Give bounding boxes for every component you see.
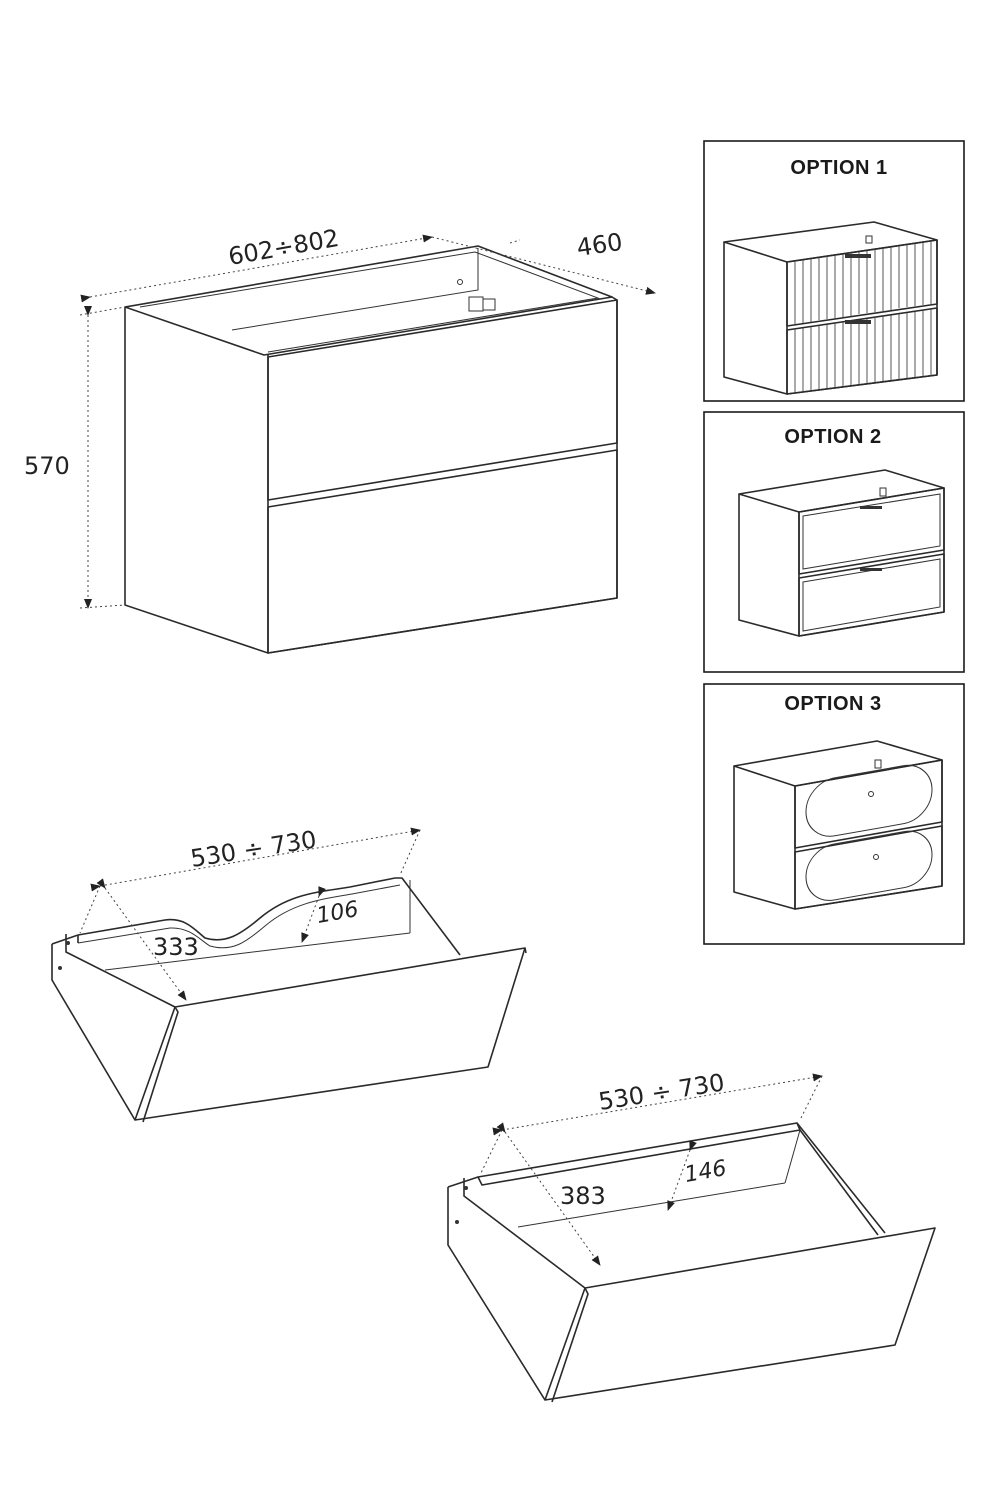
drawer-top-front-panel [134, 947, 526, 1121]
cabinet-width-label: 602÷802 [226, 224, 341, 271]
option-2-cabinet-illustration [738, 469, 945, 637]
drawer-top-drawing [51, 877, 527, 1123]
drawer-bottom-depth-label: 383 [560, 1182, 606, 1210]
cabinet-top-outline [124, 245, 613, 356]
cabinet-drawing [124, 245, 618, 654]
drawer-bottom-width-label: 530 ÷ 730 [597, 1068, 727, 1116]
drawer-bottom-height-label: 146 [683, 1156, 729, 1188]
cabinet-lower-drawer-front [267, 449, 618, 654]
drawer-top-width-label: 530 ÷ 730 [189, 825, 319, 873]
drawer-bottom-back-panel [477, 1122, 801, 1186]
option-3-panel: OPTION 3 [703, 683, 965, 945]
option-2-title: OPTION 2 [784, 426, 881, 448]
option-2-panel: OPTION 2 [703, 411, 965, 673]
drawer-top-depth-label: 333 [153, 933, 199, 961]
option-1-cabinet-illustration [723, 221, 938, 395]
drawer-bottom-front-panel [544, 1227, 936, 1401]
option-3-cabinet-illustration [733, 740, 943, 910]
option-3-title: OPTION 3 [784, 693, 881, 715]
cabinet-left-side [124, 307, 269, 654]
cabinet-height-label: 570 [24, 452, 70, 480]
option-1-panel: OPTION 1 [703, 140, 965, 402]
drawer-top-height-label: 106 [315, 897, 361, 929]
cabinet-dimensions: 602÷802 460 570 [24, 224, 656, 609]
drawer-bottom-dimensions: 530 ÷ 730 383 146 [479, 1068, 823, 1266]
cabinet-upper-drawer-front [267, 299, 618, 501]
cabinet-right-side [267, 296, 618, 654]
cabinet-depth-label: 460 [575, 228, 624, 262]
option-1-title: OPTION 1 [790, 157, 887, 179]
option-1-fluting [794, 241, 932, 392]
